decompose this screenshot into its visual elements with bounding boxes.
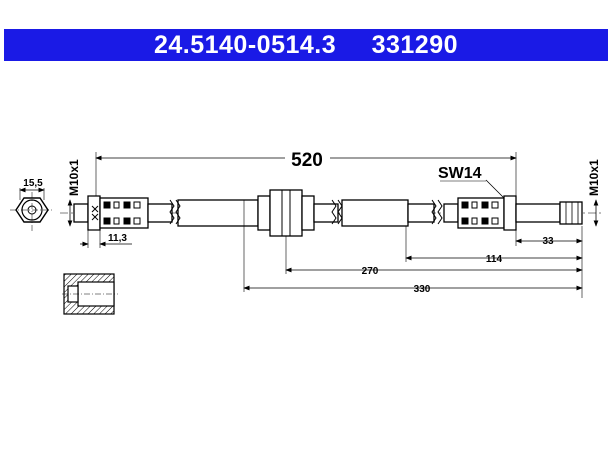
thread-label-right: M10x1 — [587, 159, 601, 196]
reference-number: 331290 — [371, 31, 459, 59]
dim-33-value: 33 — [542, 236, 554, 247]
brake-hose-assembly — [60, 189, 604, 237]
part-number: 24.5140-0514.3 — [153, 31, 337, 59]
dim-330: 330 — [243, 200, 583, 295]
section-detail-view — [62, 273, 118, 315]
title-banner: 24.5140-0514.3 331290 — [4, 29, 608, 61]
dim-270-value: 270 — [362, 266, 379, 277]
dim-33: 33 — [515, 226, 583, 298]
dim-fitting-length: 11,3 — [80, 230, 132, 248]
fitting-length-value: 11,3 — [108, 233, 127, 244]
dim-fitting-diameter: 15,5 — [23, 178, 43, 189]
dim-total-length: 520 — [95, 150, 517, 198]
thread-label-left: M10x1 — [67, 159, 81, 196]
dim-114-value: 114 — [486, 254, 503, 265]
dim-330-value: 330 — [414, 284, 431, 295]
fitting-end-view: 15,5 — [10, 178, 54, 232]
wrench-size-label: SW14 — [438, 165, 482, 182]
dim-270: 270 — [285, 236, 583, 277]
total-length-value: 520 — [291, 150, 323, 171]
dim-114: 114 — [405, 226, 583, 265]
